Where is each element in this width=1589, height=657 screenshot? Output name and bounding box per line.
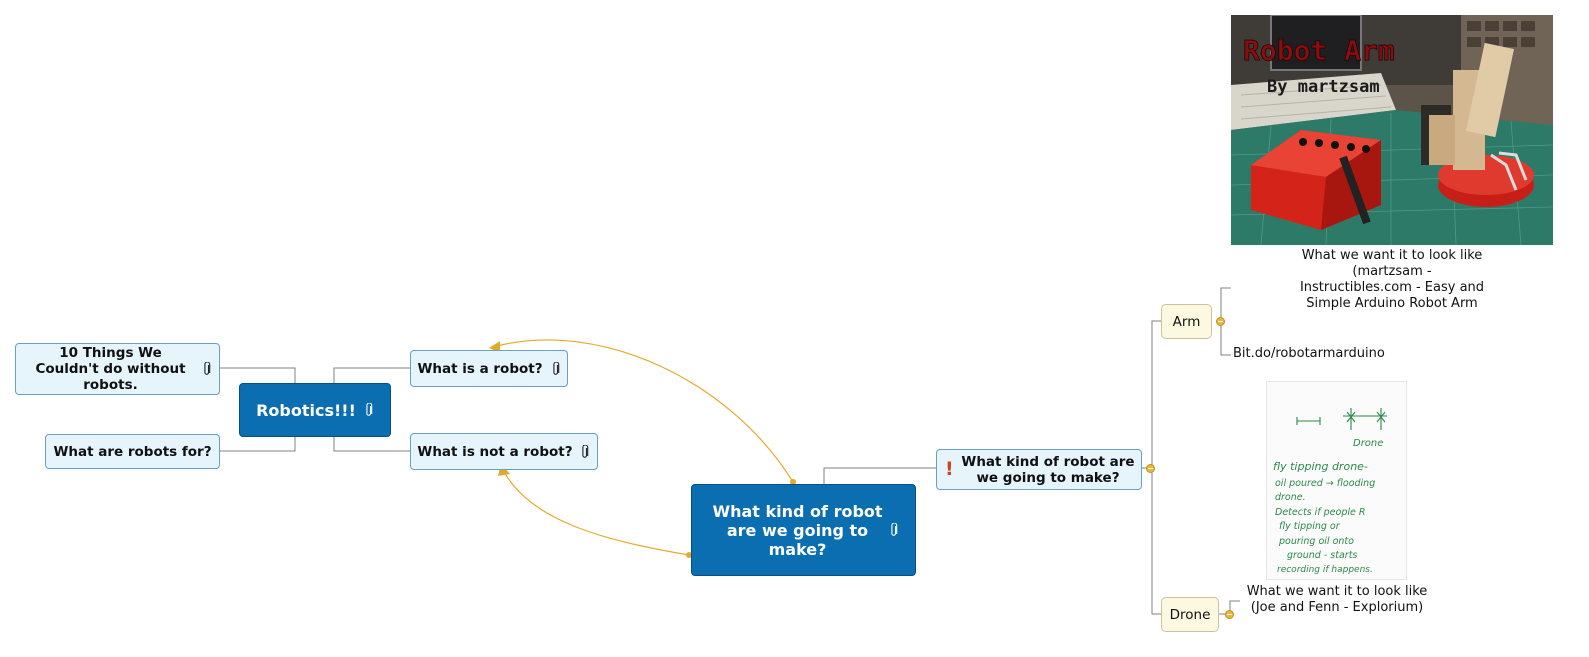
drone-sketch-drawing: Drone fly tipping drone- oil poured → fl… — [1273, 408, 1387, 575]
connector-line — [1220, 321, 1231, 356]
sketch-line: drone. — [1275, 492, 1306, 503]
sketch-line: fly tipping drone- — [1273, 460, 1368, 473]
topic-what-is-a-robot[interactable]: What is a robot? — [410, 350, 568, 387]
connector-line — [219, 367, 296, 383]
robot-arm-image-title: Robot Arm — [1243, 34, 1395, 67]
connector-line — [219, 436, 296, 452]
connector-line — [333, 436, 411, 452]
sketch-line: recording if happens. — [1277, 565, 1373, 575]
robot-arm-image: Robot Arm By martzsam — [1231, 15, 1553, 245]
robot-arm-image-subtitle: By martzsam — [1267, 77, 1380, 97]
arm-link[interactable]: Bit.do/robotarmarduino — [1233, 346, 1385, 361]
relationship-line-bottom — [502, 469, 690, 556]
sketch-line: pouring oil onto — [1278, 536, 1354, 547]
topic-drone[interactable]: Drone — [1161, 597, 1219, 632]
drone-caption: What we want it to look like (Joe and Fe… — [1246, 584, 1428, 615]
topic-10-things[interactable]: 10 Things We Couldn't do without robots. — [15, 343, 220, 395]
priority-icon: ! — [945, 458, 954, 480]
collapse-minus-icon[interactable] — [1146, 464, 1155, 473]
sketch-line: ground - starts — [1287, 550, 1357, 561]
topic-10-things-label: 10 Things We Couldn't do without robots. — [35, 345, 186, 393]
collapse-minus-icon[interactable] — [1216, 317, 1225, 326]
connector-line — [823, 467, 937, 485]
topic-arm-label: Arm — [1172, 313, 1201, 330]
topic-what-is-a-robot-label: What is a robot? — [417, 360, 543, 377]
topic-robotics[interactable]: Robotics!!! — [239, 383, 391, 437]
central-topic-label: What kind of robot are we going to make? — [712, 501, 883, 559]
paperclip-icon[interactable] — [890, 523, 898, 537]
sketch-line: oil poured → flooding — [1275, 478, 1375, 489]
topic-what-is-not-a-robot[interactable]: What is not a robot? — [410, 433, 598, 470]
robot-arm-photo-illustration: Robot Arm By martzsam — [1231, 15, 1553, 245]
topic-what-kind-of-robot-label: What kind of robot are we going to make? — [961, 453, 1135, 486]
topic-drone-label: Drone — [1169, 606, 1211, 623]
connector-line — [333, 367, 411, 383]
central-topic[interactable]: What kind of robot are we going to make? — [691, 484, 916, 576]
topic-what-are-robots-for[interactable]: What are robots for? — [45, 434, 220, 469]
arm-caption: What we want it to look like (martzsam -… — [1299, 248, 1485, 311]
sketch-line: Drone — [1353, 438, 1383, 449]
drone-sketch-image: Drone fly tipping drone- oil poured → fl… — [1266, 381, 1407, 580]
paperclip-icon[interactable] — [581, 445, 589, 459]
topic-what-are-robots-for-label: What are robots for? — [53, 443, 212, 460]
topic-robotics-label: Robotics!!! — [256, 400, 356, 420]
paperclip-icon[interactable] — [203, 362, 211, 376]
collapse-minus-icon[interactable] — [1225, 610, 1234, 619]
topic-what-is-not-a-robot-label: What is not a robot? — [417, 443, 573, 460]
paperclip-icon[interactable] — [552, 362, 560, 376]
sketch-line: Detects if people R — [1275, 507, 1365, 518]
topic-what-kind-of-robot[interactable]: ! What kind of robot are we going to mak… — [936, 449, 1142, 490]
topic-arm[interactable]: Arm — [1161, 304, 1212, 339]
sketch-line: fly tipping or — [1279, 521, 1341, 532]
paperclip-icon[interactable] — [365, 403, 373, 417]
